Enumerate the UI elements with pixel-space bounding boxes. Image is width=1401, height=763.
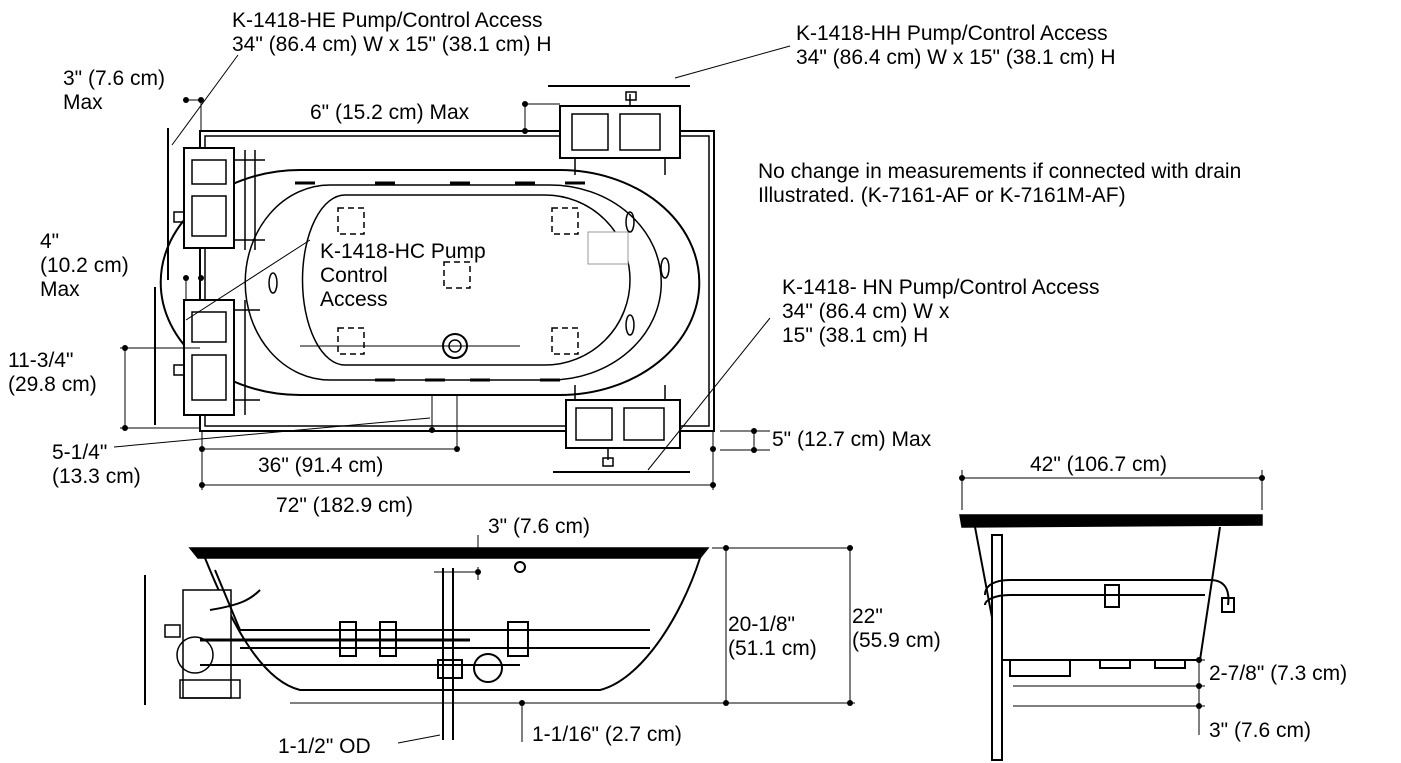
note-line-2: Illustrated. (K-7161-AF or K-7161M-AF)	[758, 184, 1126, 207]
jet	[551, 327, 579, 355]
side-view	[959, 470, 1265, 761]
left-pump-top	[173, 147, 265, 250]
jet	[337, 327, 365, 355]
dim-3in-max-word: Max	[63, 91, 103, 114]
dim-6in-max-label: 6" (15.2 cm) Max	[310, 101, 470, 124]
left-pump-bottom	[173, 299, 260, 416]
he-access-label: K-1418-HE Pump/Control Access 34" (86.4 …	[232, 9, 552, 57]
front-pump	[164, 589, 470, 699]
dim-20-1-8-metric: (51.1 cm)	[728, 637, 817, 660]
dim-5-1-4-label: 5-1/4" (13.3 cm)	[52, 441, 141, 489]
hn-access-line-2: 34" (86.4 cm) W x	[782, 300, 950, 323]
he-access-size: 34" (86.4 cm) W x 15" (38.1 cm) H	[232, 33, 552, 56]
side-dim-3in-label: 3" (7.6 cm)	[1209, 719, 1311, 742]
jet	[268, 272, 278, 294]
dim-4in-max-word: Max	[40, 278, 80, 301]
tub-basin	[159, 169, 701, 396]
jet	[443, 261, 471, 289]
jet	[337, 207, 365, 235]
jets	[337, 207, 579, 355]
front-dim-20-1-8-label: 20-1/8" (51.1 cm)	[728, 613, 817, 661]
front-dim-3in-label: 3" (7.6 cm)	[488, 515, 590, 538]
side-tub-body	[974, 526, 1221, 661]
dim-5-1-4-value: 5-1/4"	[52, 441, 108, 464]
front-dims	[290, 535, 855, 744]
hh-access-title: K-1418-HH Pump/Control Access	[796, 22, 1108, 45]
hc-access-line-3: Access	[320, 288, 388, 311]
dim-36-label: 36" (91.4 cm)	[258, 454, 384, 477]
dimension-lines	[113, 99, 770, 490]
note-label: No change in measurements if connected w…	[758, 160, 1241, 208]
jet	[660, 257, 670, 279]
side-dim-2-7-8-label: 2-7/8" (7.3 cm)	[1209, 662, 1348, 685]
dim-4in-max-label: 4" (10.2 cm) Max	[40, 230, 129, 302]
dim-3in-value: 3" (7.6 cm)	[63, 67, 165, 90]
drain-od-label: 1-1/2" OD	[278, 735, 371, 758]
jet	[551, 207, 579, 235]
dim-11-3-4-metric: (29.8 cm)	[8, 373, 97, 396]
dim-3in-max-label: 3" (7.6 cm) Max	[63, 67, 165, 115]
hh-access-label: K-1418-HH Pump/Control Access 34" (86.4 …	[796, 22, 1116, 70]
right-pump-top	[559, 91, 681, 175]
dimension-dots	[122, 97, 757, 488]
dim-4in-metric: (10.2 cm)	[40, 254, 129, 277]
dim-20-1-8-value: 20-1/8"	[728, 613, 795, 636]
hn-access-label: K-1418- HN Pump/Control Access 34" (86.4…	[782, 276, 1099, 348]
dim-5-1-4-metric: (13.3 cm)	[52, 465, 141, 488]
hc-access-line-1: K-1418-HC Pump	[320, 240, 486, 263]
dim-22-metric: (55.9 cm)	[852, 629, 941, 652]
front-dim-1-1-16-label: 1-1/16" (2.7 cm)	[532, 723, 682, 746]
he-access-title: K-1418-HE Pump/Control Access	[232, 9, 543, 32]
dim-5in-max-label: 5" (12.7 cm) Max	[772, 428, 932, 451]
dim-11-3-4-value: 11-3/4"	[8, 349, 74, 372]
hn-access-line-3: 15" (38.1 cm) H	[782, 324, 929, 347]
side-piping	[984, 534, 1235, 761]
dim-72-label: 72" (182.9 cm)	[276, 494, 414, 517]
tub-floor	[301, 194, 631, 366]
headrest-pillow	[587, 231, 629, 265]
top-view	[113, 45, 791, 490]
side-dims	[961, 470, 1263, 735]
side-dim-42-label: 42" (106.7 cm)	[1030, 453, 1168, 476]
dim-22-value: 22"	[852, 605, 883, 628]
front-dim-22-label: 22" (55.9 cm)	[852, 605, 941, 653]
hc-access-label: K-1418-HC Pump Control Access	[320, 240, 486, 312]
dim-11-3-4-label: 11-3/4" (29.8 cm)	[8, 349, 97, 397]
front-piping	[200, 561, 650, 740]
note-line-1: No change in measurements if connected w…	[758, 160, 1242, 183]
jet	[625, 314, 635, 336]
hn-access-line-1: K-1418- HN Pump/Control Access	[782, 276, 1100, 299]
hh-access-size: 34" (86.4 cm) W x 15" (38.1 cm) H	[796, 46, 1116, 69]
front-deck	[188, 547, 710, 559]
front-view	[144, 535, 855, 744]
right-pump-bottom	[565, 385, 681, 467]
dim-4in-value: 4"	[40, 230, 60, 253]
hc-access-line-2: Control	[320, 264, 388, 287]
jet	[625, 211, 635, 233]
side-deck	[959, 514, 1263, 528]
